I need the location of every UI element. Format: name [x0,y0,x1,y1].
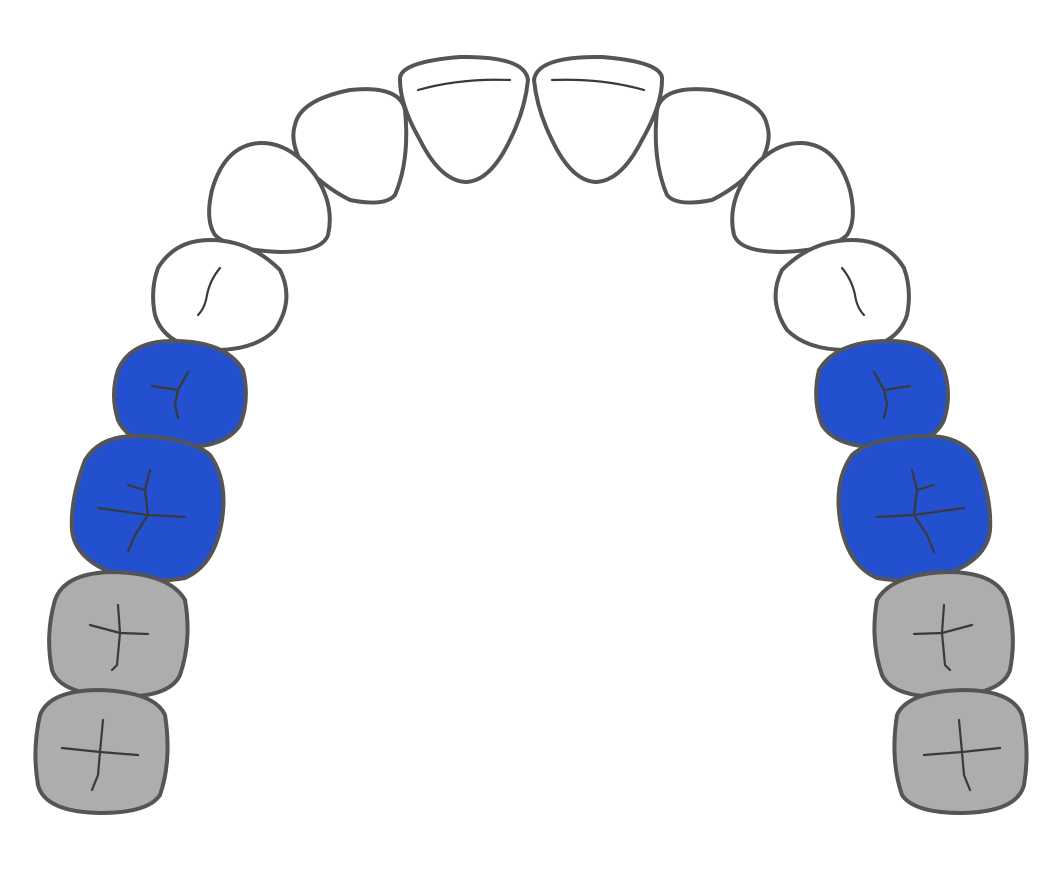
tooth-right-4-premolar[interactable] [773,238,911,352]
tooth-right-7-molar[interactable] [872,570,1015,699]
tooth-left-4-premolar[interactable] [151,238,289,352]
tooth-right-8-molar[interactable] [892,688,1029,815]
tooth-left-1-central-incisor[interactable] [397,54,530,184]
tooth-left-8-molar[interactable] [33,688,170,815]
tooth-right-1-central-incisor[interactable] [532,54,665,184]
tooth-right-6-molar[interactable] [836,434,993,583]
tooth-left-5-premolar[interactable] [112,338,248,450]
tooth-left-7-molar[interactable] [47,570,190,699]
tooth-right-5-premolar[interactable] [814,338,950,450]
tooth-left-6-molar[interactable] [69,434,226,583]
